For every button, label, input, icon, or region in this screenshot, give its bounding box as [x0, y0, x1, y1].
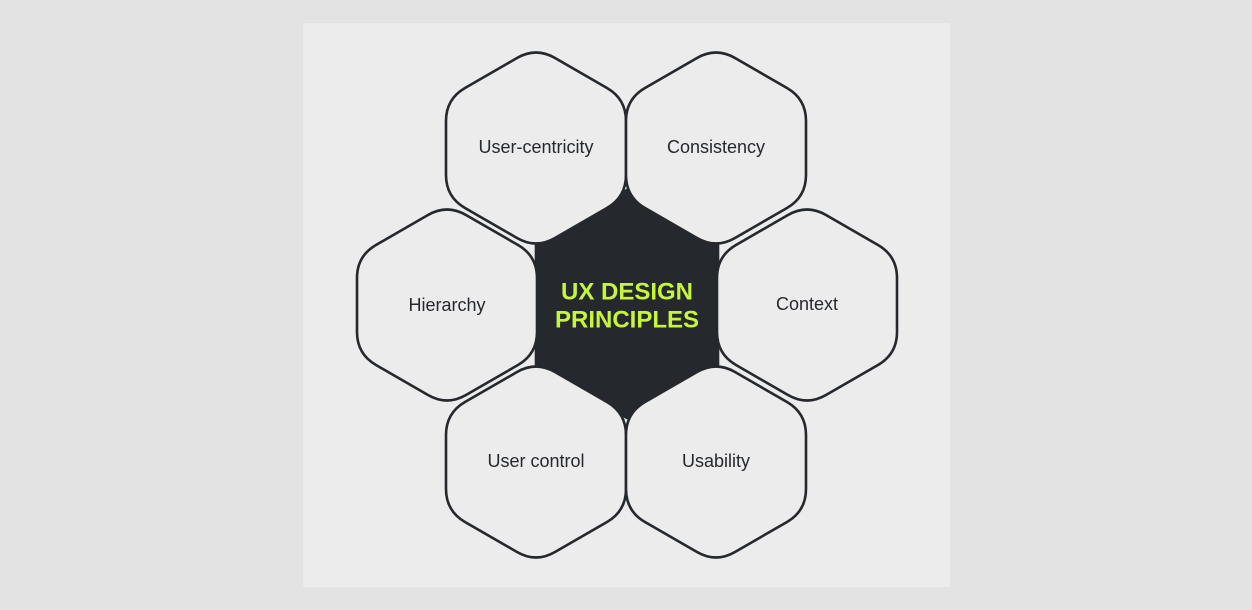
hexagon-context[interactable] [715, 208, 899, 402]
center-title-line2: PRINCIPLES [555, 306, 699, 333]
label-user-control: User control [487, 451, 584, 471]
hexagon-usability[interactable] [624, 365, 808, 559]
label-context: Context [776, 294, 838, 314]
hexagon-consistency[interactable] [624, 51, 808, 245]
hexagon-user-control[interactable] [444, 365, 628, 559]
hexagon-user-centricity[interactable] [444, 51, 628, 245]
center-title-line1: UX DESIGN [561, 278, 693, 305]
hexagon-hierarchy[interactable] [355, 208, 539, 402]
label-hierarchy: Hierarchy [408, 295, 485, 315]
label-consistency: Consistency [667, 137, 765, 157]
label-user-centricity: User-centricity [478, 137, 593, 157]
center-hexagon [534, 188, 720, 420]
label-usability: Usability [682, 451, 750, 471]
